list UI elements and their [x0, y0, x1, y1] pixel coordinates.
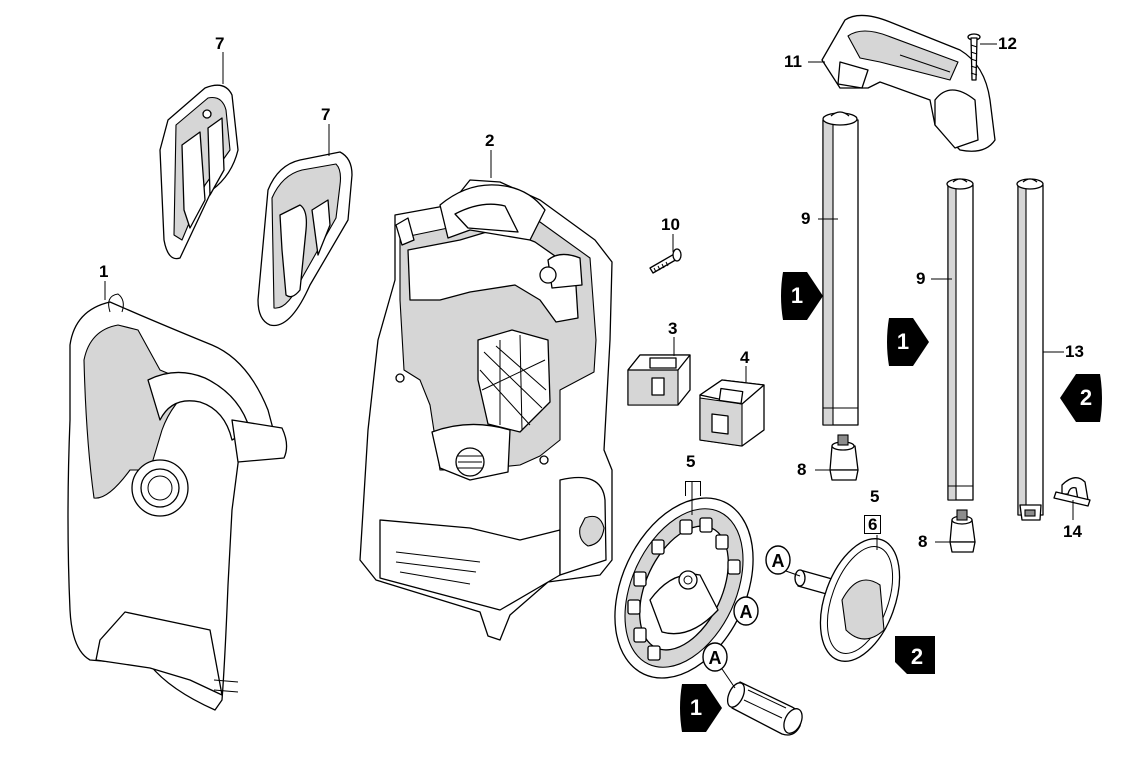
part-label-13: 13: [1065, 342, 1084, 361]
variant-marker-1-text: 1: [791, 283, 803, 308]
part-label-6: 6: [864, 515, 882, 534]
part-label-5-bracket: [685, 481, 701, 496]
connection-marker-a: A: [765, 545, 791, 575]
part-label-8: 8: [918, 532, 928, 551]
foot-8-left: [829, 434, 859, 481]
foot-8-middle: [949, 509, 976, 553]
screw-12: [967, 33, 981, 81]
wheel-6: [794, 538, 901, 662]
variant-marker-2-arrow-left: 2: [1060, 374, 1102, 422]
clip-holder-4: [699, 379, 765, 447]
screw-10: [649, 248, 682, 274]
part-label-9: 9: [801, 209, 811, 228]
wheel-5: [614, 497, 754, 679]
tube-9-middle: [946, 178, 974, 501]
connection-marker-a-text: A: [772, 551, 785, 571]
side-cover-7-left: [159, 84, 239, 260]
part-label-10: 10: [661, 215, 680, 234]
tube-13: [1016, 178, 1044, 521]
variant-marker-2-text: 2: [911, 644, 923, 669]
part-label-2: 2: [485, 131, 495, 150]
variant-marker-2-text: 2: [1080, 385, 1092, 410]
part-label-9: 9: [916, 269, 926, 288]
part-label-5: 5: [870, 487, 880, 506]
part-label-5: 5: [686, 452, 696, 471]
connection-marker-a: A: [733, 596, 759, 626]
variant-marker-1-text: 1: [690, 695, 702, 720]
part-label-7: 7: [321, 105, 331, 124]
part-label-1: 1: [99, 262, 109, 281]
part-label-14: 14: [1063, 522, 1082, 541]
axle-pin: [726, 681, 803, 736]
part-label-4: 4: [740, 348, 750, 367]
variant-marker-1-arrow-right: 1: [680, 684, 722, 732]
main-housing-2: [359, 179, 613, 641]
variant-marker-1-arrow-right: 1: [887, 318, 929, 366]
part-label-11: 11: [784, 52, 802, 71]
connection-marker-a-text: A: [709, 648, 722, 668]
clip-holder-3: [627, 354, 691, 406]
connection-marker-a-text: A: [740, 602, 753, 622]
part-label-7: 7: [215, 34, 225, 53]
front-cover-1: [67, 293, 288, 711]
part-label-3: 3: [668, 319, 678, 338]
tube-9-left: [822, 111, 859, 426]
variant-marker-2-flag: 2: [895, 636, 935, 674]
part-label-8: 8: [797, 460, 807, 479]
side-cover-7-right: [257, 151, 353, 327]
clip-14: [1053, 477, 1091, 507]
leader-lines: [104, 43, 1074, 689]
variant-marker-1-arrow-right: 1: [781, 272, 823, 320]
handle-11: [821, 14, 996, 152]
variant-marker-1-text: 1: [897, 329, 909, 354]
connection-marker-a: A: [702, 642, 728, 672]
part-label-12: 12: [998, 34, 1017, 53]
